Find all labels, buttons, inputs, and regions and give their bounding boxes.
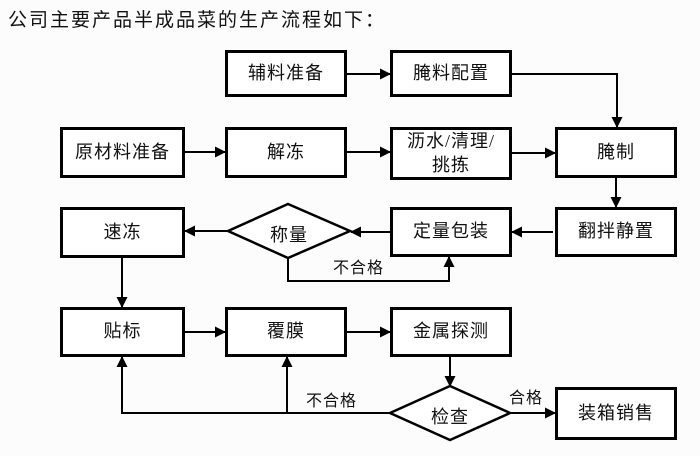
node-marinade-mix-label: 腌料配置 xyxy=(413,62,489,83)
node-auxiliary-prep-label: 辅料准备 xyxy=(248,62,324,83)
node-raw-material-prep-label: 原材料准备 xyxy=(75,141,170,162)
node-auxiliary-prep: 辅料准备 xyxy=(225,50,347,97)
edge-label-weighing-fail: 不合格 xyxy=(333,260,385,277)
node-labeling-label: 贴标 xyxy=(103,321,142,342)
inspection-diamond xyxy=(386,384,514,442)
node-mix-and-rest: 翻拌静置 xyxy=(555,207,677,257)
node-film-coating: 覆膜 xyxy=(225,307,347,357)
node-boxing-sales: 装箱销售 xyxy=(555,387,677,440)
edge-label-inspection-fail: 不合格 xyxy=(306,393,358,410)
node-raw-material-prep: 原材料准备 xyxy=(60,127,185,178)
node-quantitative-packing: 定量包装 xyxy=(390,207,512,257)
node-film-coating-label: 覆膜 xyxy=(267,321,305,342)
node-marinating-label: 腌制 xyxy=(597,141,635,162)
node-metal-detection-label: 金属探测 xyxy=(413,321,489,342)
edge-weighing-fail-to-pack xyxy=(287,256,455,282)
edge-inspection-fail-to-labeling xyxy=(116,356,392,414)
node-quantitative-packing-label: 定量包装 xyxy=(413,221,489,242)
node-thawing-label: 解冻 xyxy=(267,141,305,162)
node-marinating: 腌制 xyxy=(555,127,677,178)
node-labeling: 贴标 xyxy=(60,307,185,357)
weighing-diamond xyxy=(224,202,354,260)
node-thawing: 解冻 xyxy=(225,127,347,178)
edge-label-inspection-pass: 合格 xyxy=(509,390,544,407)
node-marinade-mix: 腌料配置 xyxy=(390,50,512,97)
node-weighing-label: 称量 xyxy=(270,225,308,245)
node-quick-freeze: 速冻 xyxy=(60,207,185,258)
page-title: 公司主要产品半成品菜的生产流程如下： xyxy=(8,10,387,31)
node-quick-freeze-label: 速冻 xyxy=(103,221,142,242)
node-drain-clean-sort: 沥水/清理/挑拣 xyxy=(390,127,512,180)
node-drain-clean-sort-label: 沥水/清理/挑拣 xyxy=(406,131,495,175)
node-mix-and-rest-label: 翻拌静置 xyxy=(578,221,654,242)
node-boxing-sales-label: 装箱销售 xyxy=(578,402,654,423)
node-metal-detection: 金属探测 xyxy=(390,307,512,357)
node-inspection-label: 检查 xyxy=(431,407,469,427)
edge-marinade-to-marinating xyxy=(512,73,623,128)
